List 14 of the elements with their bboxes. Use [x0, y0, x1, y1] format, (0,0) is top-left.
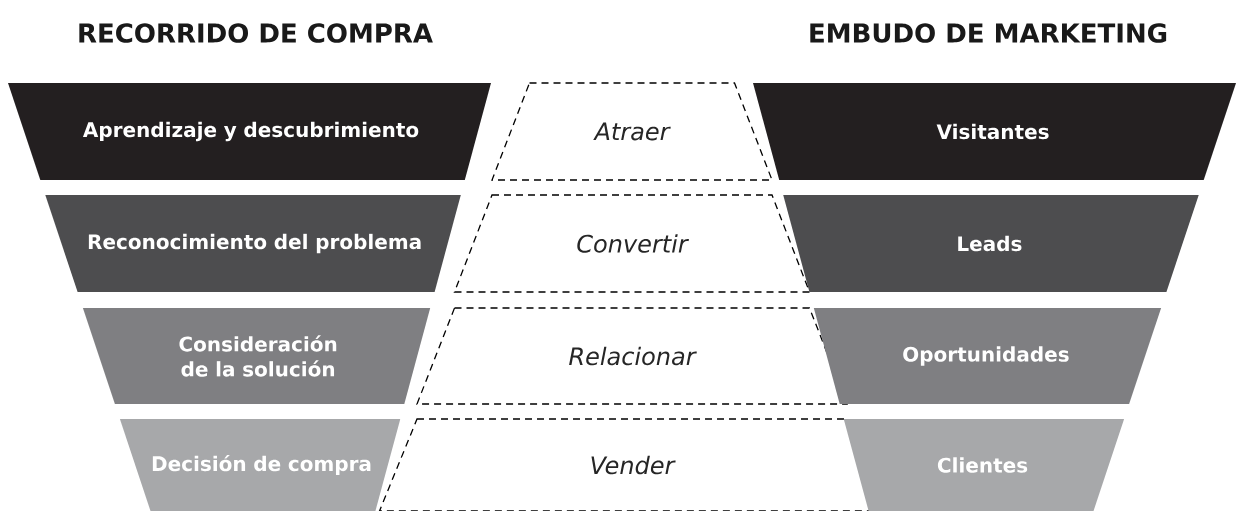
dashed-funnel-segment: Convertir	[453, 194, 811, 293]
funnel-segment: Aprendizaje y descubrimiento	[8, 83, 491, 180]
dashed-funnel-segment: Vender	[378, 418, 886, 511]
funnel-segment: Consideración de la solución	[82, 308, 431, 404]
funnel-segment: Clientes	[843, 419, 1125, 511]
funnel-segment: Visitantes	[753, 83, 1236, 180]
funnel-segment: Decisión de compra	[119, 419, 401, 511]
heading: RECORRIDO DE COMPRA	[79, 23, 433, 43]
funnel-segment: Oportunidades	[813, 308, 1162, 404]
funnel-segment: Leads	[783, 195, 1199, 292]
dashed-funnel-segment: Relacionar	[416, 307, 848, 405]
funnel-segment: Reconocimiento del problema	[45, 195, 461, 292]
heading: EMBUDO DE MARKETING	[810, 23, 1167, 43]
dashed-funnel-segment: Atraer	[491, 82, 773, 181]
